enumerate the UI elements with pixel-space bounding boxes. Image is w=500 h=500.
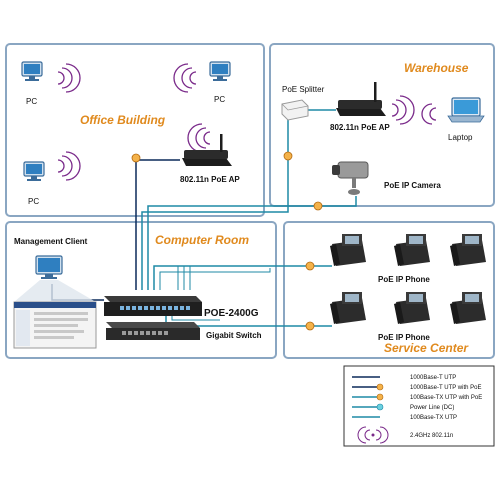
pc-icon-2 — [209, 61, 231, 81]
computer-room-zone-title: Computer Room — [155, 233, 249, 247]
office-zone-box — [5, 43, 265, 217]
laptop-icon — [447, 97, 485, 123]
svg-text:2.4GHz 802.11n: 2.4GHz 802.11n — [410, 433, 453, 439]
legend-item: 1000Base-T UTP — [352, 375, 456, 381]
pc-label-2: PC — [214, 95, 225, 104]
service-center-zone-box — [283, 221, 495, 359]
poe-marker-splitter — [283, 151, 293, 161]
ip-phone-icon — [330, 292, 366, 324]
svg-text:100Base-TX UTP with PoE: 100Base-TX UTP with PoE — [410, 395, 482, 401]
cable-warehouse-splitter — [141, 112, 289, 290]
cable-phones-row1b — [159, 268, 271, 290]
office-zone-title: Office Building — [80, 113, 166, 127]
management-beam — [14, 280, 96, 302]
legend-box — [343, 365, 495, 447]
ip-phone-row1-label: PoE IP Phone — [378, 275, 430, 284]
laptop-label: Laptop — [448, 133, 473, 142]
wireless-signal-icons — [57, 63, 437, 181]
ip-phones-row2 — [330, 292, 486, 324]
ip-phone-icon — [394, 234, 430, 266]
poe-splitter-icon — [281, 99, 309, 121]
legend-item: 1000Base-T UTP with PoE — [352, 383, 481, 391]
pc-icon-1 — [21, 61, 43, 81]
legend-item: 100Base-TX UTP with PoE — [352, 393, 482, 401]
office-ap-label: 802.11n PoE AP — [180, 175, 240, 184]
poe-marker-office-ap — [131, 153, 141, 163]
gigabit-switch-icon — [106, 322, 200, 340]
computer-room-zone-box — [5, 221, 277, 359]
management-pc-icon — [35, 255, 63, 279]
legend-item: 2.4GHz 802.11n — [357, 426, 453, 444]
poe-marker-phones-row1 — [305, 261, 315, 271]
cable-risers — [177, 266, 191, 290]
poe-marker-camera — [313, 201, 323, 211]
ip-phone-row2-label: PoE IP Phone — [378, 333, 430, 342]
pc-label-3: PC — [28, 197, 39, 206]
ip-phones-row1 — [330, 234, 486, 266]
ip-camera-icon — [332, 161, 369, 195]
legend: 1000Base-T UTP 1000Base-T UTP with PoE 1… — [343, 365, 495, 447]
cable-ip-camera — [147, 196, 357, 290]
pc-label-1: PC — [26, 97, 37, 106]
svg-text:1000Base-T UTP with PoE: 1000Base-T UTP with PoE — [410, 385, 481, 391]
poe-markers — [131, 151, 323, 331]
warehouse-zone-title: Warehouse — [404, 61, 469, 75]
cables — [51, 109, 357, 327]
cable-phones-row1 — [153, 265, 332, 290]
legend-item: Power Line (DC) — [352, 403, 454, 411]
gigabit-switch-label: Gigabit Switch — [206, 331, 262, 340]
ip-phone-icon — [450, 292, 486, 324]
service-center-zone-title: Service Center — [384, 341, 469, 355]
ip-phone-icon — [450, 234, 486, 266]
svg-text:1000Base-T UTP: 1000Base-T UTP — [410, 375, 456, 381]
ip-camera-label: PoE IP Camera — [384, 181, 441, 190]
ip-phone-icon — [394, 292, 430, 324]
switch-model-label: POE-2400G — [204, 308, 259, 319]
svg-text:Power Line (DC): Power Line (DC) — [410, 405, 454, 411]
warehouse-zone-box — [269, 43, 495, 207]
warehouse-ap-icon — [336, 82, 386, 116]
svg-text:100Base-TX UTP: 100Base-TX UTP — [410, 415, 457, 421]
legend-item: 100Base-TX UTP — [352, 415, 457, 421]
office-ap-icon — [182, 134, 232, 166]
warehouse-ap-label: 802.11n PoE AP — [330, 123, 390, 132]
management-client-label: Management Client — [14, 237, 88, 246]
poe-switch-icon — [104, 296, 202, 316]
pc-icon-3 — [23, 161, 45, 181]
ip-phone-icon — [330, 234, 366, 266]
poe-splitter-label: PoE Splitter — [282, 85, 325, 94]
poe-marker-phones-row2 — [305, 321, 315, 331]
management-web-ui-window — [13, 301, 97, 349]
